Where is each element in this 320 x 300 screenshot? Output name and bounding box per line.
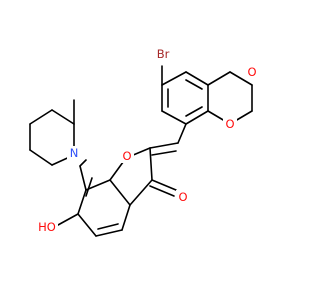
bond	[29, 109, 53, 125]
label-background	[223, 117, 237, 131]
bond	[95, 229, 123, 237]
bond	[57, 213, 79, 226]
bond-lines	[29, 65, 253, 237]
bond	[85, 177, 93, 197]
bond	[161, 110, 187, 125]
bond	[151, 179, 177, 191]
hydroxyl-label: HO	[38, 220, 56, 234]
dioxane-oxygen-upper-label: O	[247, 65, 256, 79]
bond	[185, 110, 209, 125]
label-background	[176, 190, 190, 204]
bond	[185, 79, 203, 90]
bond	[149, 142, 179, 149]
bond	[185, 71, 209, 86]
bond	[149, 147, 153, 181]
bond	[79, 159, 87, 167]
bond	[77, 213, 97, 237]
bond	[207, 71, 231, 86]
label-background	[36, 220, 58, 234]
bond	[51, 109, 75, 125]
bond	[151, 150, 177, 156]
label-background	[120, 149, 134, 163]
bond	[29, 149, 53, 166]
atom-labels: Br O O O O HO N	[36, 47, 259, 234]
label-background	[245, 65, 259, 79]
bond	[85, 179, 111, 191]
furan-oxygen-label: O	[122, 149, 131, 163]
bond	[109, 179, 131, 206]
dioxane-oxygen-lower-label: O	[225, 117, 234, 131]
bond	[79, 165, 87, 191]
label-background	[67, 146, 81, 160]
bond	[185, 106, 203, 117]
bond	[177, 123, 187, 144]
bond	[161, 71, 187, 86]
ketone-oxygen-label: O	[178, 190, 187, 204]
molecule-structure-diagram: Br O O O O HO N	[29, 47, 259, 237]
bond	[229, 71, 253, 86]
label-background	[153, 47, 173, 61]
piperidine-nitrogen-label: N	[70, 146, 79, 160]
bond	[121, 204, 131, 231]
bond	[149, 185, 175, 197]
bromine-atom-label: Br	[157, 47, 170, 61]
bond	[77, 189, 87, 215]
bond	[129, 179, 153, 206]
bond	[97, 223, 119, 230]
